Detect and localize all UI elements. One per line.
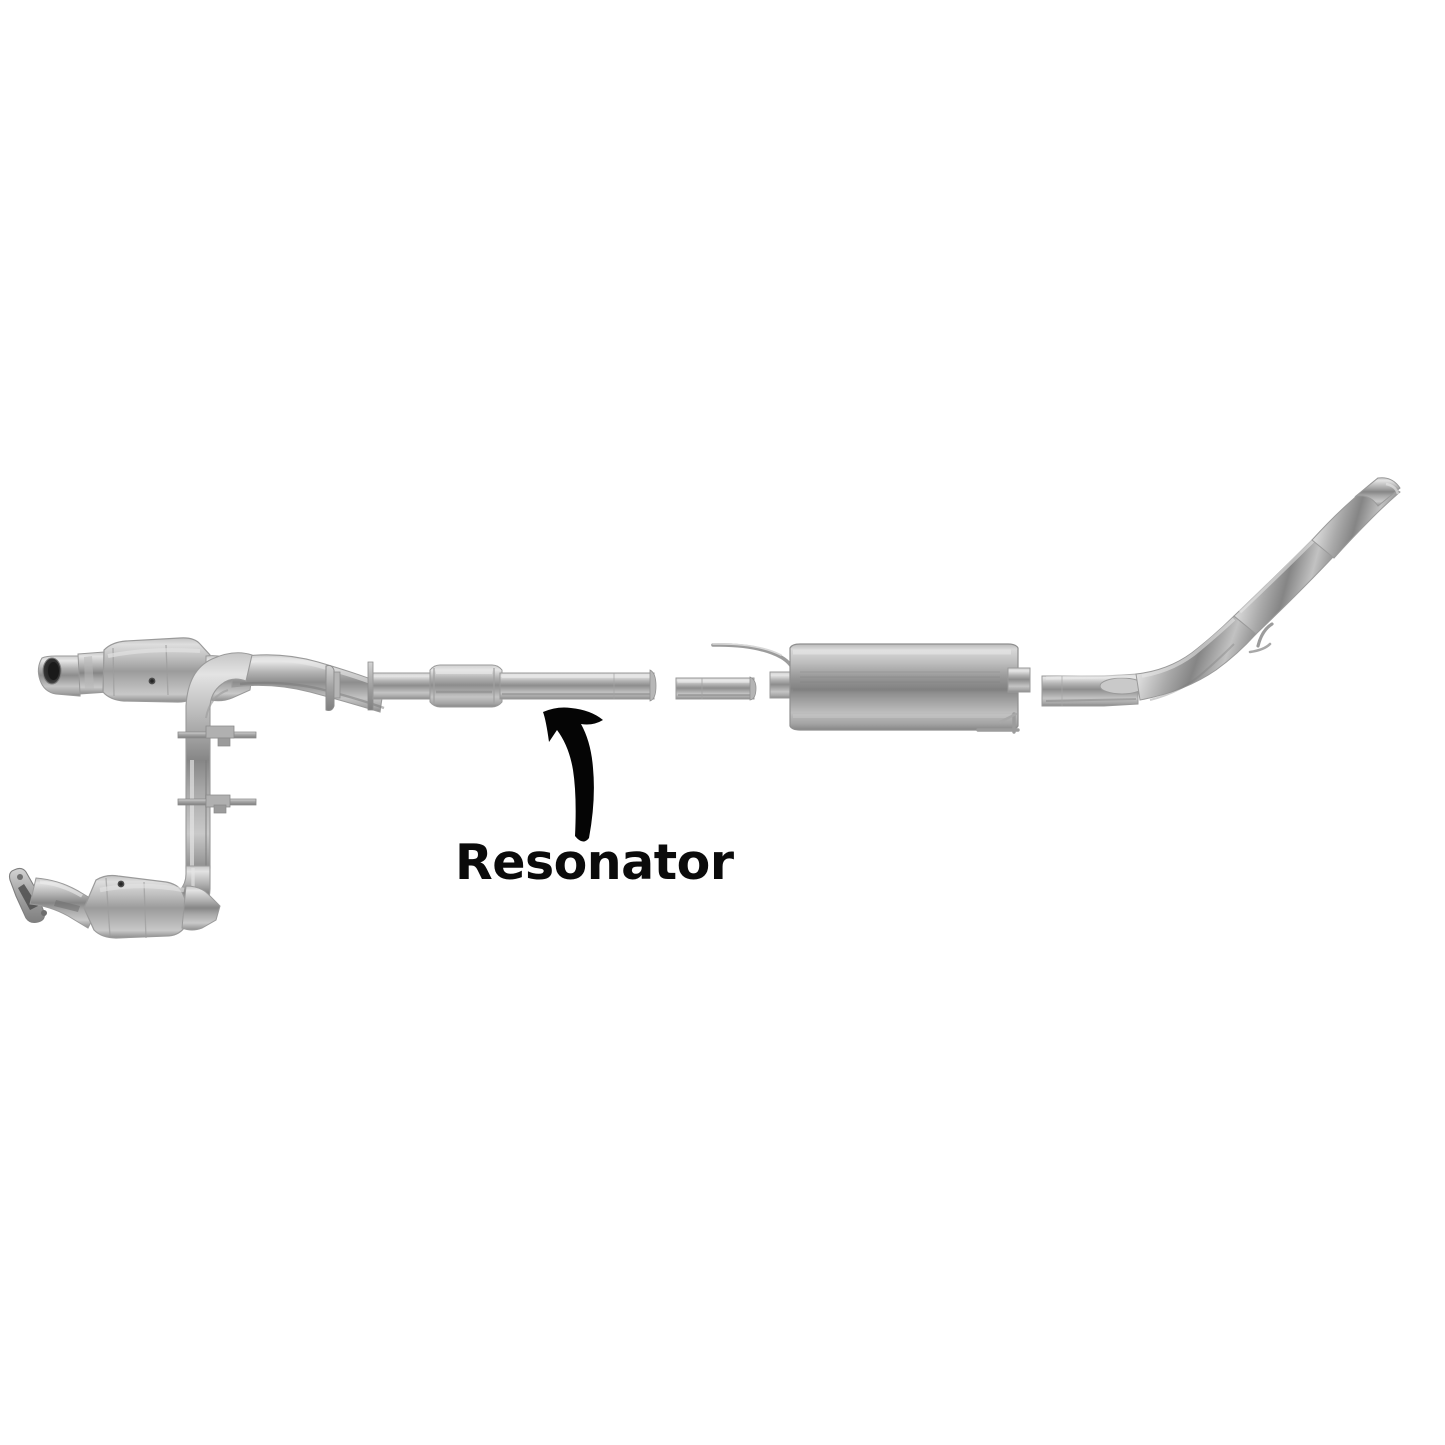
resonator-pipe <box>367 661 657 711</box>
tailpipe <box>1041 477 1401 707</box>
resonator-label: Resonator <box>455 834 734 891</box>
curved-up-left-arrow <box>543 707 603 842</box>
muffler <box>711 643 1031 734</box>
hanger-bracket-lower <box>177 794 257 814</box>
lower-catalytic-converter <box>8 867 221 939</box>
hanger-bracket-upper <box>177 725 257 747</box>
resonator-body <box>429 664 503 708</box>
tailpipe-hanger <box>1248 622 1274 654</box>
y-pipe <box>159 652 385 921</box>
muffler-hanger-top <box>711 643 797 677</box>
muffler-hanger-bottom <box>976 712 1020 734</box>
connector-pipe <box>675 676 757 701</box>
